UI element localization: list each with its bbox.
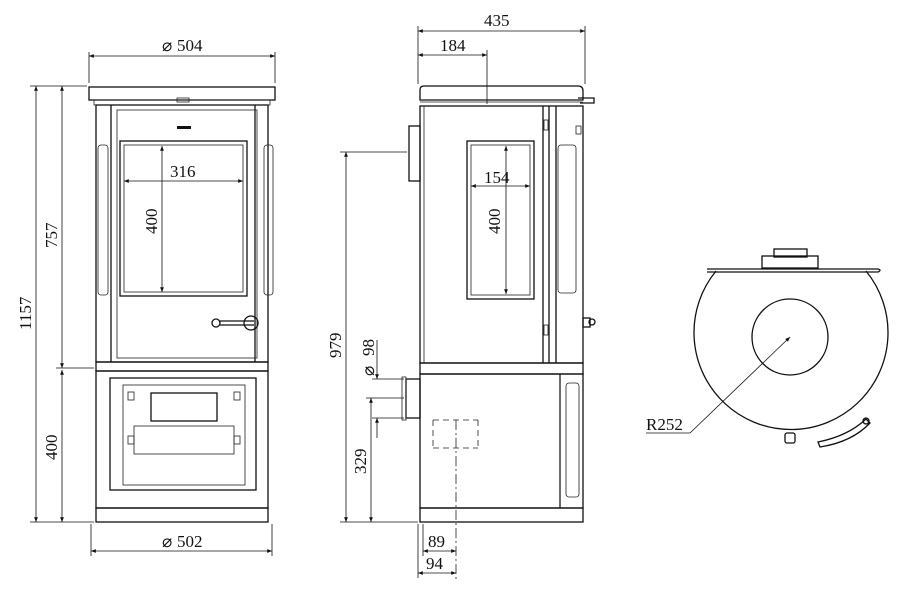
dim-front-window-height: 400 bbox=[142, 145, 164, 292]
dim-front-base-height-label: 400 bbox=[42, 435, 61, 461]
dim-side-outlet-offset-b-label: 94 bbox=[426, 554, 444, 573]
dim-front-window-height-label: 400 bbox=[142, 209, 161, 235]
dim-front-total-height: 1157 bbox=[16, 85, 94, 523]
dim-front-total-height-label: 1157 bbox=[16, 296, 35, 330]
dim-side-depth-label: 435 bbox=[484, 11, 510, 30]
dim-side-outlet-diameter: 98 ⌀ bbox=[359, 339, 404, 438]
dim-front-upper-height: 757 bbox=[42, 86, 94, 369]
dim-side-window-height-label: 400 bbox=[485, 209, 504, 235]
dim-side-rear-outlet-height: 979 bbox=[326, 151, 418, 523]
dim-side-outlet-diameter-label: 98 bbox=[359, 339, 378, 356]
dim-side-flue-offset-label: 184 bbox=[440, 36, 466, 55]
dim-front-base-diameter: ⌀ 502 bbox=[90, 524, 273, 556]
dim-side-outlet-centre-height: 329 bbox=[351, 397, 404, 522]
dim-side-outlet-offsets: 89 94 bbox=[417, 524, 456, 578]
dim-side-flue-offset: 184 bbox=[418, 36, 488, 104]
dim-front-top-diameter: ⌀ 504 bbox=[88, 36, 276, 83]
dim-side-window-width: 154 bbox=[471, 168, 530, 188]
dim-side-outlet-centre-height-label: 329 bbox=[351, 449, 370, 475]
dim-front-window-width: 316 bbox=[123, 162, 244, 183]
dim-diameter-symbol: ⌀ bbox=[162, 36, 172, 55]
brand-logo-mark bbox=[177, 126, 191, 129]
front-view: ⌀ 504 1157 757 400 316 400 bbox=[16, 36, 276, 556]
dim-front-base-diameter-label: 502 bbox=[177, 532, 203, 551]
dim-front-window-width-label: 316 bbox=[170, 162, 196, 181]
dim-front-base-height: 400 bbox=[42, 370, 64, 522]
dim-diameter-symbol: ⌀ bbox=[359, 366, 378, 376]
side-view: 435 184 154 400 979 bbox=[326, 11, 596, 580]
dim-diameter-symbol: ⌀ bbox=[162, 532, 172, 551]
dim-side-window-height: 400 bbox=[485, 145, 508, 294]
dim-top-radius-label: R252 bbox=[646, 415, 683, 434]
dim-front-top-diameter-label: 504 bbox=[177, 36, 203, 55]
dim-side-window-width-label: 154 bbox=[484, 168, 510, 187]
dim-side-rear-outlet-height-label: 979 bbox=[326, 333, 345, 359]
dim-side-outlet-offset-a-label: 89 bbox=[428, 532, 445, 551]
top-view: R252 bbox=[646, 248, 889, 448]
dim-front-upper-height-label: 757 bbox=[42, 222, 61, 248]
